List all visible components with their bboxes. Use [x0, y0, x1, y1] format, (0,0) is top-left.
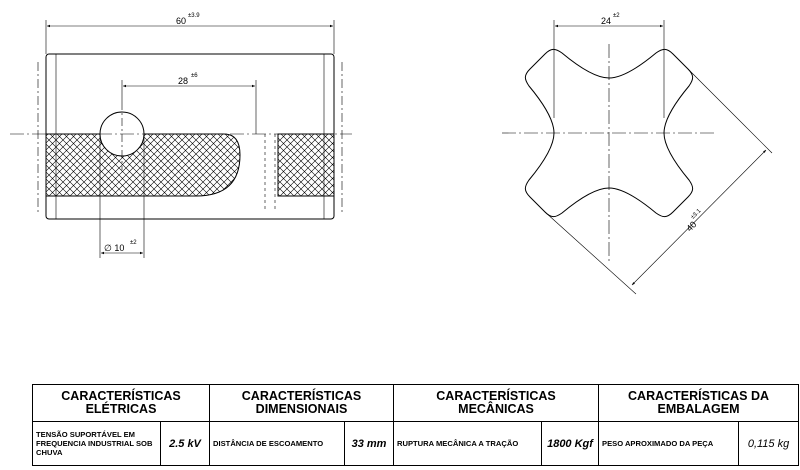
dim-width-tol: ±2: [613, 13, 620, 19]
mechanical-title: CARACTERÍSTICAS MECÂNICAS: [393, 384, 600, 422]
mechanical-value: 1800 Kgf: [541, 421, 600, 466]
dim-diag-value: 40: [684, 219, 698, 233]
side-view: 60 ±3.9 28 ±6 ∅ 10 ±2: [10, 13, 352, 258]
spec-header-row: CARACTERÍSTICAS ELÉTRICAS CARACTERÍSTICA…: [31, 384, 800, 422]
dim-diag-line: [631, 149, 767, 286]
mechanical-label: RUPTURA MECÂNICA A TRAÇÃO: [393, 421, 543, 466]
packaging-label: PESO APROXIMADO DA PEÇA: [598, 421, 740, 466]
dim-length-tol: ±3.9: [188, 13, 200, 19]
dimensional-value: 33 mm: [344, 421, 395, 466]
dim-holedia-tol: ±2: [130, 240, 137, 246]
cross-section-view: 24 ±2 40 ±3.1: [502, 13, 773, 295]
dim-width-value: 24: [601, 16, 611, 26]
electric-value: 2.5 kV: [159, 421, 211, 466]
dim-holepos-value: 28: [178, 76, 188, 86]
electric-title: CARACTERÍSTICAS ELÉTRICAS: [31, 384, 211, 422]
dimensional-label: DISTÂNCIA DE ESCOAMENTO: [209, 421, 346, 466]
dim-length-value: 60: [176, 16, 186, 26]
spec-value-row: TENSÃO SUPORTÁVEL EM FREQUENCIA INDUSTRI…: [32, 421, 800, 466]
packaging-title: CARACTERÍSTICAS DA EMBALAGEM: [598, 384, 800, 422]
hatched-section-right: [277, 133, 335, 197]
dim-holepos-tol: ±6: [191, 73, 198, 79]
dimensional-title: CARACTERÍSTICAS DIMENSIONAIS: [209, 384, 395, 422]
dim-holedia-value: ∅ 10: [104, 243, 124, 253]
dim-diag-ext-bottom: [544, 211, 637, 295]
hatched-section-left: [45, 133, 241, 197]
dim-diag-tol: ±3.1: [690, 208, 703, 221]
dim-diag-label: 40 ±3.1: [684, 208, 703, 234]
dim-diag-ext-top: [687, 68, 773, 154]
specifications-table: CARACTERÍSTICAS ELÉTRICAS CARACTERÍSTICA…: [31, 384, 800, 466]
packaging-value: 0,115 kg: [738, 421, 800, 466]
electric-label: TENSÃO SUPORTÁVEL EM FREQUENCIA INDUSTRI…: [32, 421, 161, 466]
